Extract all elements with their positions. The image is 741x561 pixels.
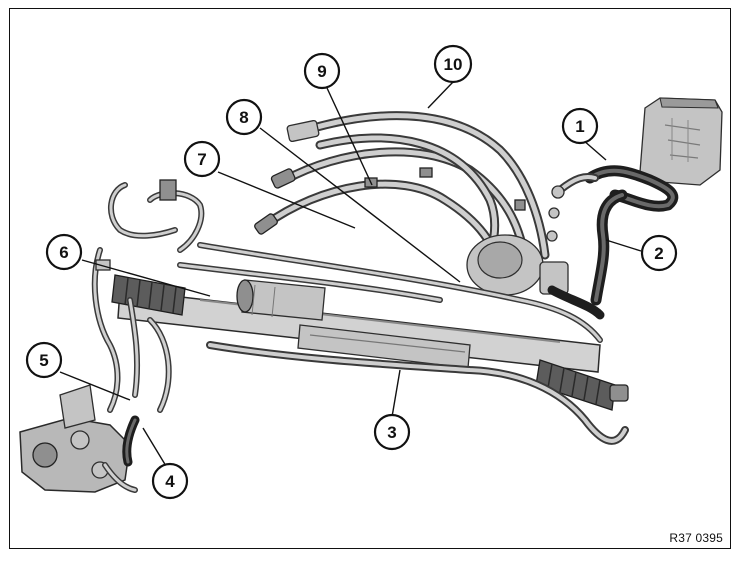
callout-3: 3 — [373, 413, 411, 451]
callout-2-label: 2 — [654, 244, 663, 263]
callout-4: 4 — [151, 462, 189, 500]
left-pipework — [91, 179, 205, 413]
right-bellows — [535, 359, 629, 411]
callout-1-label: 1 — [575, 117, 584, 136]
callout-4-label: 4 — [165, 472, 175, 491]
callout-8: 8 — [225, 98, 263, 136]
callout-9: 9 — [303, 52, 341, 90]
return-line — [177, 242, 629, 445]
steering-gearbox — [19, 384, 131, 493]
callout-10-label: 10 — [444, 55, 463, 74]
dark-hose-4 — [102, 415, 140, 493]
steering-rack — [111, 274, 629, 411]
reference-code: R37 0395 — [669, 531, 723, 545]
callout-2: 2 — [640, 234, 678, 272]
valve-block — [466, 234, 605, 320]
callout-7-label: 7 — [197, 150, 206, 169]
callout-7: 7 — [183, 140, 221, 178]
callout-10: 10 — [433, 44, 473, 84]
callout-8-label: 8 — [239, 108, 248, 127]
callout-6-label: 6 — [59, 243, 68, 262]
callout-3-label: 3 — [387, 423, 396, 442]
callout-1: 1 — [561, 107, 599, 145]
servo-cylinder — [236, 279, 326, 321]
callout-9-label: 9 — [317, 62, 326, 81]
fluid-reservoir — [639, 97, 723, 186]
leader-lines — [59, 81, 642, 467]
callout-6: 6 — [45, 233, 83, 271]
callout-5-label: 5 — [39, 351, 48, 370]
callout-5: 5 — [25, 341, 63, 379]
reservoir-hoses — [546, 165, 679, 306]
